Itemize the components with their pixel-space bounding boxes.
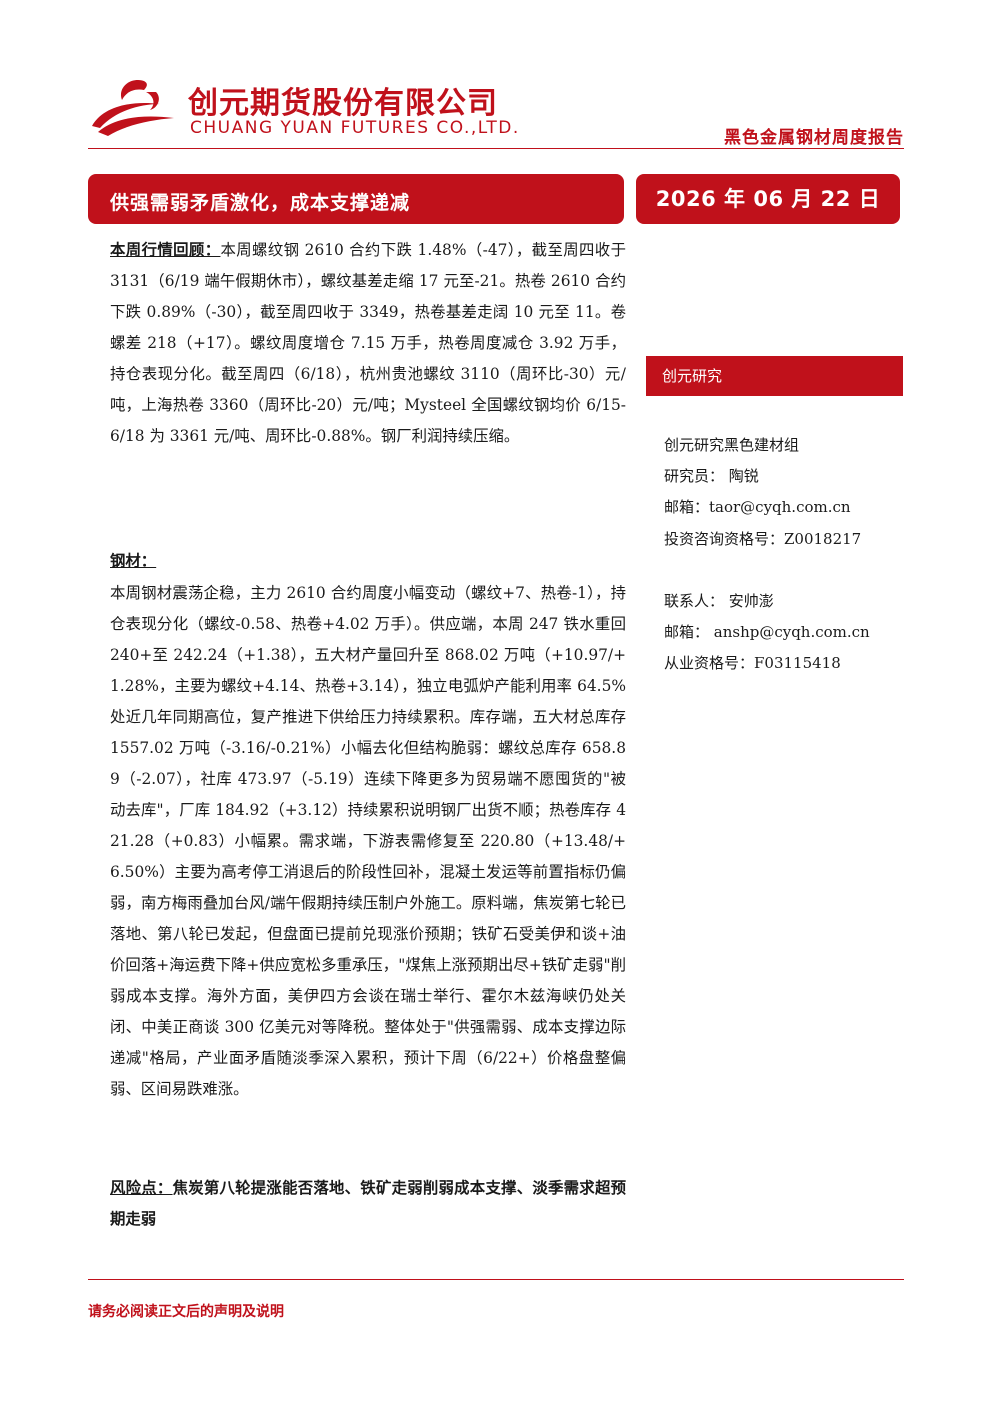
company-name-cn: 创元期货股份有限公司 [188, 86, 498, 121]
report-title: 供强需弱矛盾激化，成本支撑递减 [110, 192, 411, 214]
sidebar-title: 创元研究 [662, 367, 723, 385]
footer-notice: 请务必阅读正文后的声明及说明 [88, 1304, 284, 1320]
contact-person: 联系人： 安帅澎 [664, 592, 774, 610]
researcher-license: 投资咨询资格号：Z0018217 [664, 530, 862, 548]
footer-divider [88, 1279, 904, 1280]
report-type: 黑色金属钢材周度报告 [724, 128, 904, 148]
contact-email: 邮箱： anshp@cyqh.com.cn [664, 623, 870, 641]
weekly-review-body: 本周螺纹钢 2610 合约下跌 1.48%（-47），截至周四收于 3131（6… [110, 241, 626, 445]
header-divider [88, 148, 904, 149]
risk-paragraph: 风险点：焦炭第八轮提涨能否落地、铁矿走弱削弱成本支撑、淡季需求超预期走弱 [110, 1173, 626, 1235]
risk-label: 风险点： [110, 1179, 173, 1197]
steel-section-body: 本周钢材震荡企稳，主力 2610 合约周度小幅变动（螺纹+7、热卷-1），持仓表… [110, 584, 626, 1098]
steel-section-heading: 钢材： [110, 552, 157, 570]
company-name-en: CHUANG YUAN FUTURES CO.,LTD. [190, 118, 520, 138]
title-banner [88, 174, 624, 224]
date-banner [636, 174, 900, 224]
researcher: 研究员： 陶锐 [664, 467, 759, 485]
sidebar-banner [646, 356, 903, 396]
report-date: 2026 年 06 月 22 日 [655, 187, 881, 211]
research-group: 创元研究黑色建材组 [664, 436, 800, 454]
risk-body: 焦炭第八轮提涨能否落地、铁矿走弱削弱成本支撑、淡季需求超预期走弱 [110, 1179, 626, 1228]
researcher-email: 邮箱：taor@cyqh.com.cn [664, 498, 851, 516]
weekly-review-label: 本周行情回顾： [110, 241, 221, 259]
contact-license: 从业资格号：F03115418 [664, 654, 841, 672]
company-logo-icon [92, 80, 174, 136]
weekly-review-paragraph: 本周行情回顾：本周螺纹钢 2610 合约下跌 1.48%（-47），截至周四收于… [110, 235, 626, 452]
